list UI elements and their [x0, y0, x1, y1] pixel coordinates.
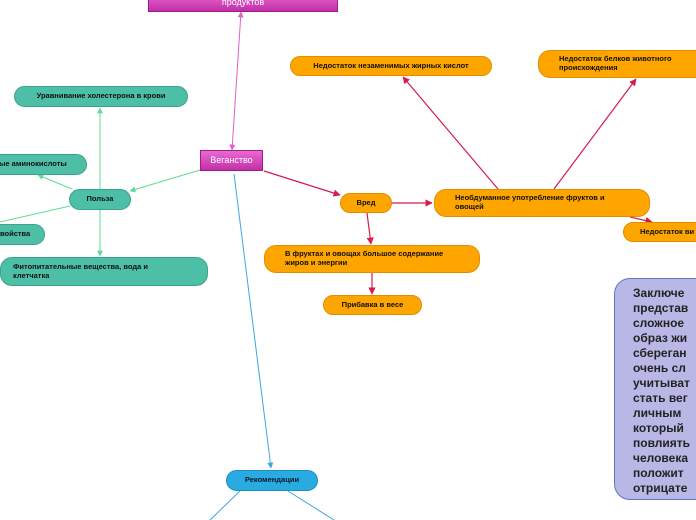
edge-center-top: [229, 11, 244, 151]
conclusion-line: сбереган: [633, 346, 687, 360]
node-benefit-amino[interactable]: ые аминокислоты: [0, 154, 87, 175]
node-harm-animal-protein[interactable]: Недостаток белков животного происхождени…: [538, 50, 696, 78]
conclusion-line: который: [633, 421, 684, 435]
node-center-veganism[interactable]: Веганство: [200, 150, 263, 171]
conclusion-line: Заключе: [633, 286, 685, 300]
conclusion-line: стать вег: [633, 391, 688, 405]
node-harm-weight-gain[interactable]: Прибавка в весе: [323, 295, 422, 315]
conclusion-line: личным: [633, 406, 682, 420]
node-harm-unthinking[interactable]: Необдуманное употребление фруктов и овощ…: [434, 189, 650, 217]
conclusion-line: очень сл: [633, 361, 686, 375]
node-harm-vitamins-partial[interactable]: Недостаток ви: [623, 222, 696, 242]
node-benefit-cholesterol[interactable]: Уравнивание холестерона в крови: [14, 86, 188, 107]
node-conclusion[interactable]: Заключе представ сложное образ жи сберег…: [614, 278, 696, 500]
conclusion-line: сложное: [633, 316, 685, 330]
edge-benefit-amino: [37, 174, 73, 190]
conclusion-line: учитыват: [633, 376, 690, 390]
node-top-partial[interactable]: продуктов: [148, 0, 338, 12]
node-benefit[interactable]: Польза: [69, 189, 131, 210]
edge-unthinking-protein: [553, 78, 637, 190]
node-benefit-properties[interactable]: войства: [0, 224, 45, 245]
node-harm-fatty-acids[interactable]: Недостаток незаменимых жирных кислот: [290, 56, 492, 76]
node-harm[interactable]: Вред: [340, 193, 392, 213]
edge-center-harm: [263, 170, 341, 197]
edge-unthinking-fattyacids: [402, 76, 499, 190]
edge-center-recommendations: [233, 173, 274, 469]
edge-recommendations-left: [209, 490, 241, 520]
conclusion-line: отрицате: [633, 481, 688, 495]
conclusion-line: образ жи: [633, 331, 688, 345]
conclusion-line: человека: [633, 451, 689, 465]
conclusion-line: представ: [633, 301, 689, 315]
edge-center-benefit: [129, 169, 201, 193]
conclusion-line: положит: [633, 466, 684, 480]
edge-harm-fatenergy: [366, 212, 374, 245]
edge-unthinking-vitamins: [629, 216, 653, 225]
node-recommendations[interactable]: Рекомендации: [226, 470, 318, 491]
node-harm-fat-energy[interactable]: В фруктах и овощах большое содержание жи…: [264, 245, 480, 273]
edge-benefit-properties: [0, 205, 71, 223]
conclusion-line: повлиять: [633, 436, 691, 450]
edge-recommendations-right: [287, 490, 335, 520]
node-benefit-phyto[interactable]: Фитопитательные вещества, вода и клетчат…: [0, 257, 208, 286]
